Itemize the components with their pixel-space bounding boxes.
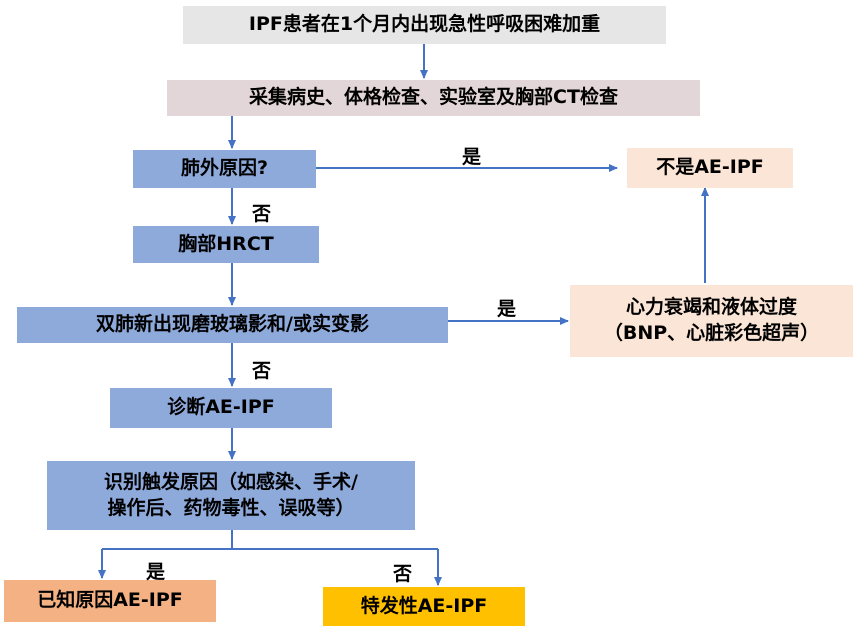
idiopathic-node-text: 特发性AE-IPF xyxy=(360,594,488,617)
hrct-node-text: 胸部HRCT xyxy=(178,232,274,255)
diagnose-node: 诊断AE-IPF xyxy=(110,388,332,428)
not-ae-node-text: 不是AE-IPF xyxy=(656,156,764,179)
extrapulmonary-node: 肺外原因? xyxy=(133,150,316,188)
known-cause-node-text: 已知原因AE-IPF xyxy=(37,589,183,612)
known-cause-node: 已知原因AE-IPF xyxy=(4,580,216,622)
extrapulmonary-node-text: 肺外原因? xyxy=(180,157,269,180)
label-no-extrapulmonary: 否 xyxy=(252,203,272,225)
collect-node-text: 采集病史、体格检查、实验室及胸部CT检查 xyxy=(249,86,618,109)
bilateral-node-text: 双肺新出现磨玻璃影和/或实变影 xyxy=(96,313,369,336)
triggers-node-text-line1: 识别触发原因（如感染、手术/ xyxy=(104,470,358,493)
heart-failure-node-text-line1: 心力衰竭和液体过度 xyxy=(625,296,797,319)
not-ae-node: 不是AE-IPF xyxy=(627,148,793,188)
label-no-bilateral: 否 xyxy=(252,360,272,382)
hrct-node: 胸部HRCT xyxy=(133,226,319,263)
heart-failure-node: 心力衰竭和液体过度 （BNP、心脏彩色超声） xyxy=(570,285,853,357)
bilateral-node: 双肺新出现磨玻璃影和/或实变影 xyxy=(17,307,448,343)
triggers-node: 识别触发原因（如感染、手术/ 操作后、药物毒性、误吸等） xyxy=(47,461,415,530)
label-yes-known: 是 xyxy=(146,561,166,583)
start-node-text: IPF患者在1个月内出现急性呼吸困难加重 xyxy=(248,13,601,36)
start-node: IPF患者在1个月内出现急性呼吸困难加重 xyxy=(183,6,666,44)
collect-node: 采集病史、体格检查、实验室及胸部CT检查 xyxy=(167,80,700,116)
label-yes-extrapulmonary: 是 xyxy=(462,146,482,168)
heart-failure-node-text-line2: （BNP、心脏彩色超声） xyxy=(603,322,820,344)
diagnose-node-text: 诊断AE-IPF xyxy=(167,396,275,419)
idiopathic-node: 特发性AE-IPF xyxy=(323,587,525,626)
label-yes-bilateral: 是 xyxy=(497,298,517,320)
label-no-idiopathic: 否 xyxy=(393,563,413,585)
triggers-node-text-line2: 操作后、药物毒性、误吸等） xyxy=(107,496,355,519)
